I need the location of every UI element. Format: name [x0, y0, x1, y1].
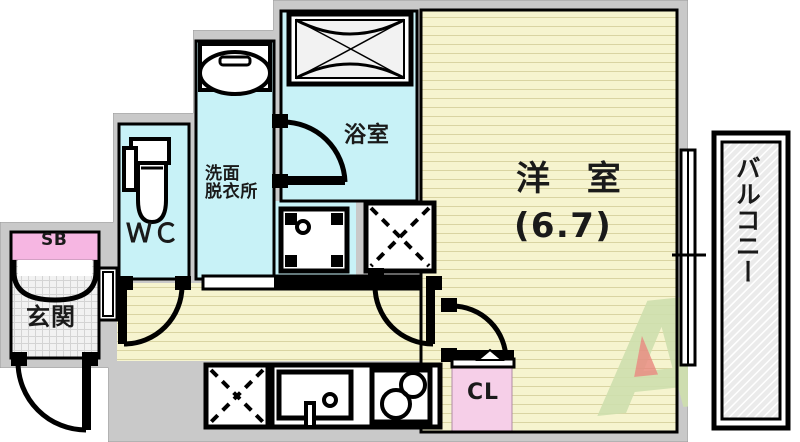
label-toilet: ＷＣ	[126, 219, 181, 249]
closet-fill	[451, 359, 513, 433]
label-living-room-area: (6.7)	[514, 206, 613, 246]
closet-door[interactable]	[441, 298, 516, 369]
washing-machine-pan	[278, 206, 350, 274]
washbasin	[198, 42, 272, 96]
balcony	[711, 130, 791, 431]
sliding-door[interactable]	[201, 274, 423, 291]
toilet-door[interactable]	[117, 276, 191, 347]
kitchen-counter	[269, 362, 443, 430]
bathroom-door[interactable]	[272, 114, 348, 188]
utility-space	[203, 362, 271, 430]
toilet-fixture	[122, 137, 171, 225]
label-entrance: 玄関	[26, 303, 76, 331]
label-shoe-box: SB	[41, 230, 68, 250]
label-balcony: バルコニー	[732, 155, 762, 285]
label-closet: CL	[467, 380, 499, 405]
label-living-room: 洋 室	[516, 159, 623, 199]
front-door[interactable]	[11, 352, 98, 433]
label-washroom: 洗面 脱衣所	[205, 164, 259, 202]
bathtub	[286, 11, 414, 87]
genkan-step	[11, 260, 99, 303]
entrance-inner-door[interactable]	[97, 266, 119, 322]
label-bathroom: 浴室	[344, 123, 390, 148]
living-room-door[interactable]	[368, 268, 442, 347]
refrigerator-space	[363, 200, 437, 274]
